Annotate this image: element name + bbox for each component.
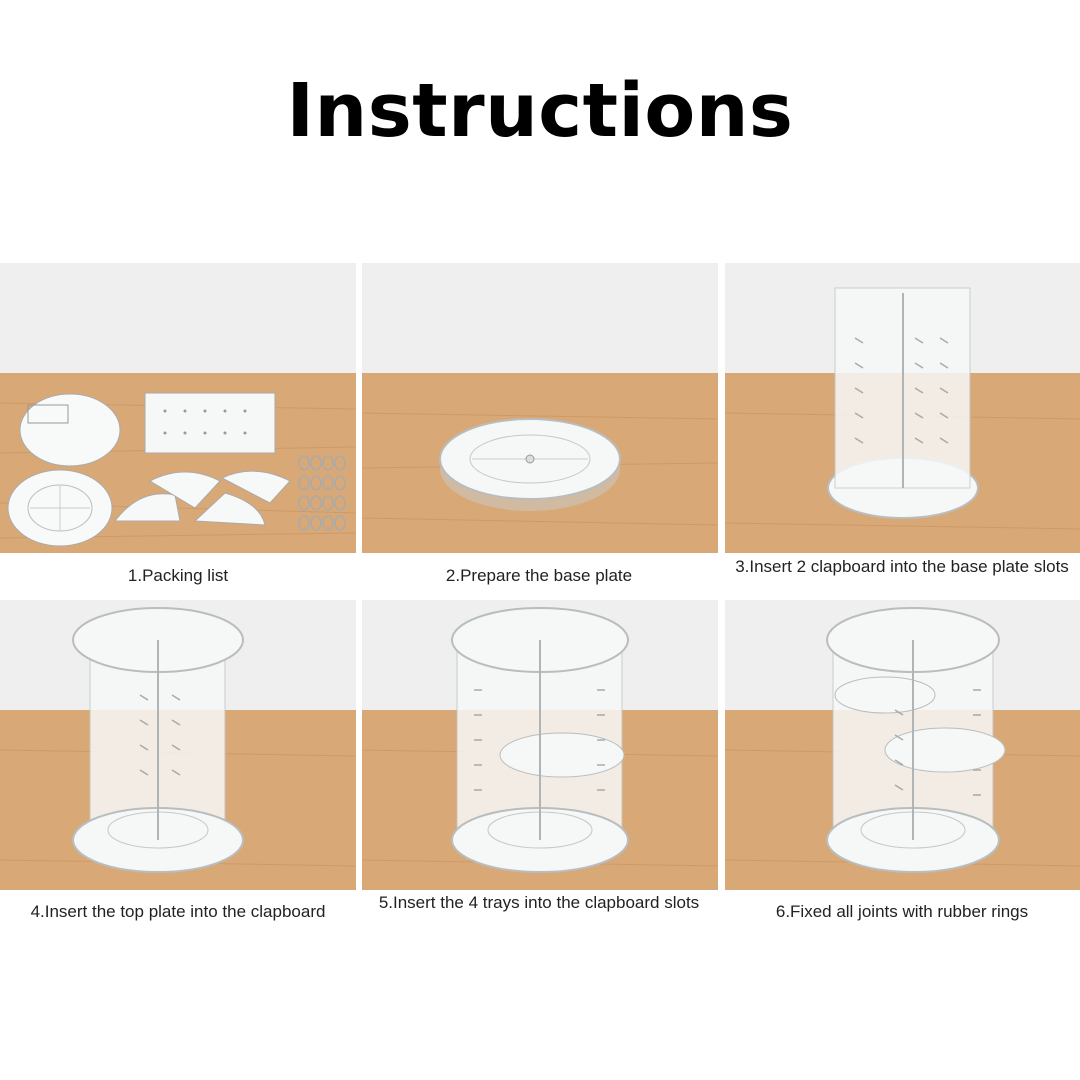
step-2-image: [362, 263, 718, 553]
step-4-caption: 4.Insert the top plate into the clapboar…: [30, 902, 326, 921]
step-6-image: [725, 600, 1080, 890]
step-4-image: [0, 600, 356, 890]
step-5-caption: 5.Insert the 4 trays into the clapboard …: [378, 893, 700, 912]
page-title: Instructions: [286, 68, 794, 154]
step-1-caption: 1.Packing list: [127, 566, 229, 585]
step-3-caption: 3.Insert 2 clapboard into the base plate…: [735, 557, 1069, 576]
step-5-image: [362, 600, 718, 890]
step-6-caption: 6.Fixed all joints with rubber rings: [775, 902, 1029, 921]
step-3-image: [725, 263, 1080, 553]
step-1-image: [0, 263, 356, 553]
step-2-caption: 2.Prepare the base plate: [445, 566, 633, 585]
